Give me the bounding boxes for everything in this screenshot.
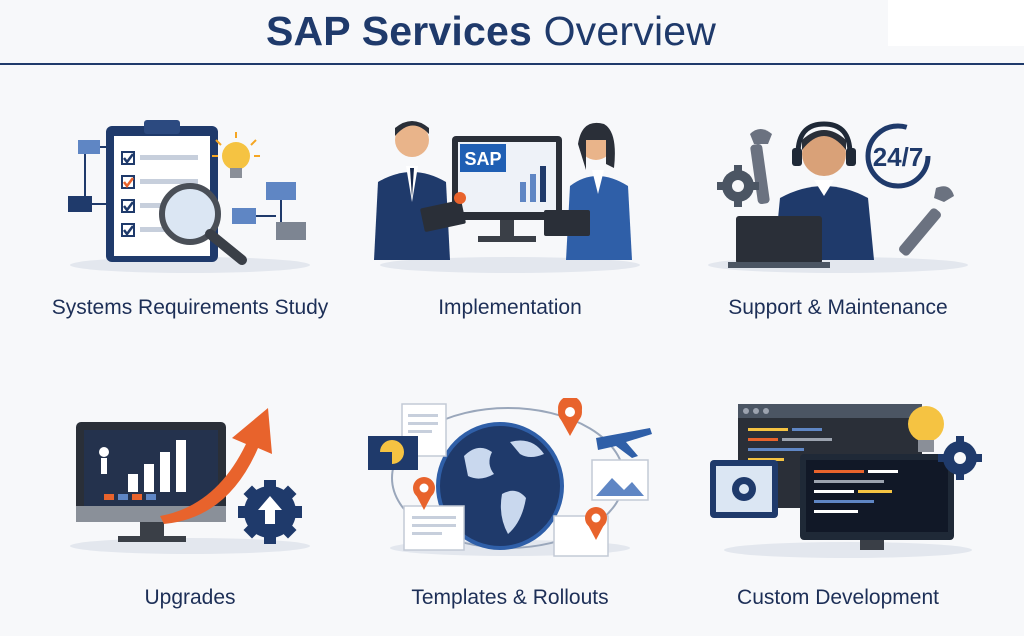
service-label-upgrades: Upgrades (144, 586, 236, 609)
service-card-templates: Templates & Rollouts (360, 398, 660, 628)
service-card-implementation: SAP Implementation (360, 110, 660, 340)
page-title: SAP Services Overview (0, 8, 982, 55)
service-label-requirements: Systems Requirements Study (51, 296, 329, 319)
title-divider (0, 63, 1024, 65)
service-card-upgrades: Upgrades (40, 398, 340, 628)
service-label-implementation: Implementation (438, 296, 582, 319)
support-agent-icon: 24/7 (688, 110, 988, 290)
service-card-support: 24/7 Support & Maintenance (688, 110, 988, 340)
corner-blank-patch (888, 0, 1024, 46)
upgrade-chart-icon (40, 398, 340, 578)
service-label-templates: Templates & Rollouts (411, 586, 609, 609)
custom-development-icon (688, 398, 988, 578)
sap-implementation-icon: SAP (360, 110, 660, 290)
page-title-light: Overview (543, 8, 717, 54)
service-card-requirements: Systems Requirements Study (40, 110, 340, 340)
requirements-checklist-icon (40, 110, 340, 290)
service-label-support: Support & Maintenance (728, 296, 948, 319)
service-card-custom-dev: Custom Development (688, 398, 988, 628)
sap-screen-text: SAP (464, 149, 501, 169)
service-label-custom-dev: Custom Development (737, 586, 939, 609)
support-247-badge: 24/7 (873, 142, 924, 172)
page-title-bold: SAP Services (265, 8, 532, 54)
global-rollout-icon (360, 398, 660, 578)
